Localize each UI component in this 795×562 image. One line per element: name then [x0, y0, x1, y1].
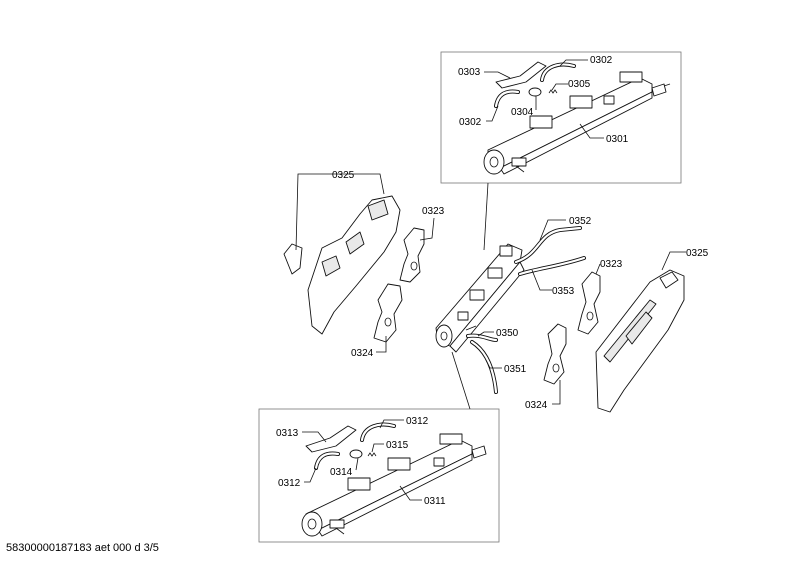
- label-0314: 0314: [330, 467, 353, 478]
- label-0325-left: 0325: [332, 170, 355, 181]
- clip-0313: [305, 425, 357, 453]
- label-0302-top-lower: 0302: [459, 117, 482, 128]
- label-0302-top-upper: 0302: [590, 55, 613, 66]
- spring-0315: [367, 452, 377, 457]
- label-0301: 0301: [606, 134, 629, 145]
- hose-0312-upper: [360, 422, 396, 442]
- hose-0350: [466, 333, 498, 342]
- label-0304: 0304: [511, 107, 534, 118]
- hose-0302-lower: [494, 89, 520, 108]
- manifold-rail-0311: [301, 433, 487, 537]
- hose-0353: [518, 256, 586, 276]
- label-0352: 0352: [569, 216, 592, 227]
- label-0312-bottom-upper: 0312: [406, 416, 429, 427]
- clip-0303: [495, 61, 547, 89]
- document-footer-id: 58300000187183 aet 000 d 3/5: [6, 542, 159, 554]
- bottom-detail-frame: [258, 408, 500, 543]
- label-0350: 0350: [496, 328, 519, 339]
- hose-0352: [514, 226, 582, 264]
- manifold-assembly-center: [435, 243, 525, 353]
- hose-0351: [470, 340, 498, 394]
- label-0305: 0305: [568, 79, 591, 90]
- cover-0325-left: [283, 195, 401, 335]
- leader-lines: [295, 59, 686, 501]
- label-0323-right: 0323: [600, 259, 623, 270]
- label-0325-right: 0325: [686, 248, 709, 259]
- label-0312-bottom-lower: 0312: [278, 478, 301, 489]
- cap-0304: [528, 87, 542, 97]
- callout-labels: 0303 0302 0305 0304 0302 0301 0325 0323 …: [276, 55, 709, 507]
- cap-0314: [349, 449, 363, 459]
- label-0303: 0303: [458, 67, 481, 78]
- label-0323-left: 0323: [422, 206, 445, 217]
- cover-0325-right: [595, 269, 685, 413]
- bracket-0323-right: [577, 271, 601, 335]
- hose-0312-lower: [314, 451, 340, 470]
- bracket-0324-right: [543, 323, 567, 385]
- label-0351: 0351: [504, 364, 527, 375]
- label-0315: 0315: [386, 440, 409, 451]
- hose-0302-upper: [540, 62, 576, 82]
- manifold-rail-0301: [483, 71, 671, 175]
- label-0324-right: 0324: [525, 400, 548, 411]
- label-0311: 0311: [424, 496, 446, 507]
- label-0353: 0353: [552, 286, 575, 297]
- bracket-0324-left: [373, 283, 403, 343]
- top-frame-connector: [483, 182, 489, 251]
- label-0313: 0313: [276, 428, 299, 439]
- bracket-0323-left: [399, 227, 425, 283]
- spring-0305: [548, 89, 558, 94]
- top-detail-frame: [440, 51, 682, 184]
- bottom-frame-connector: [451, 351, 471, 410]
- label-0324-left: 0324: [351, 348, 374, 359]
